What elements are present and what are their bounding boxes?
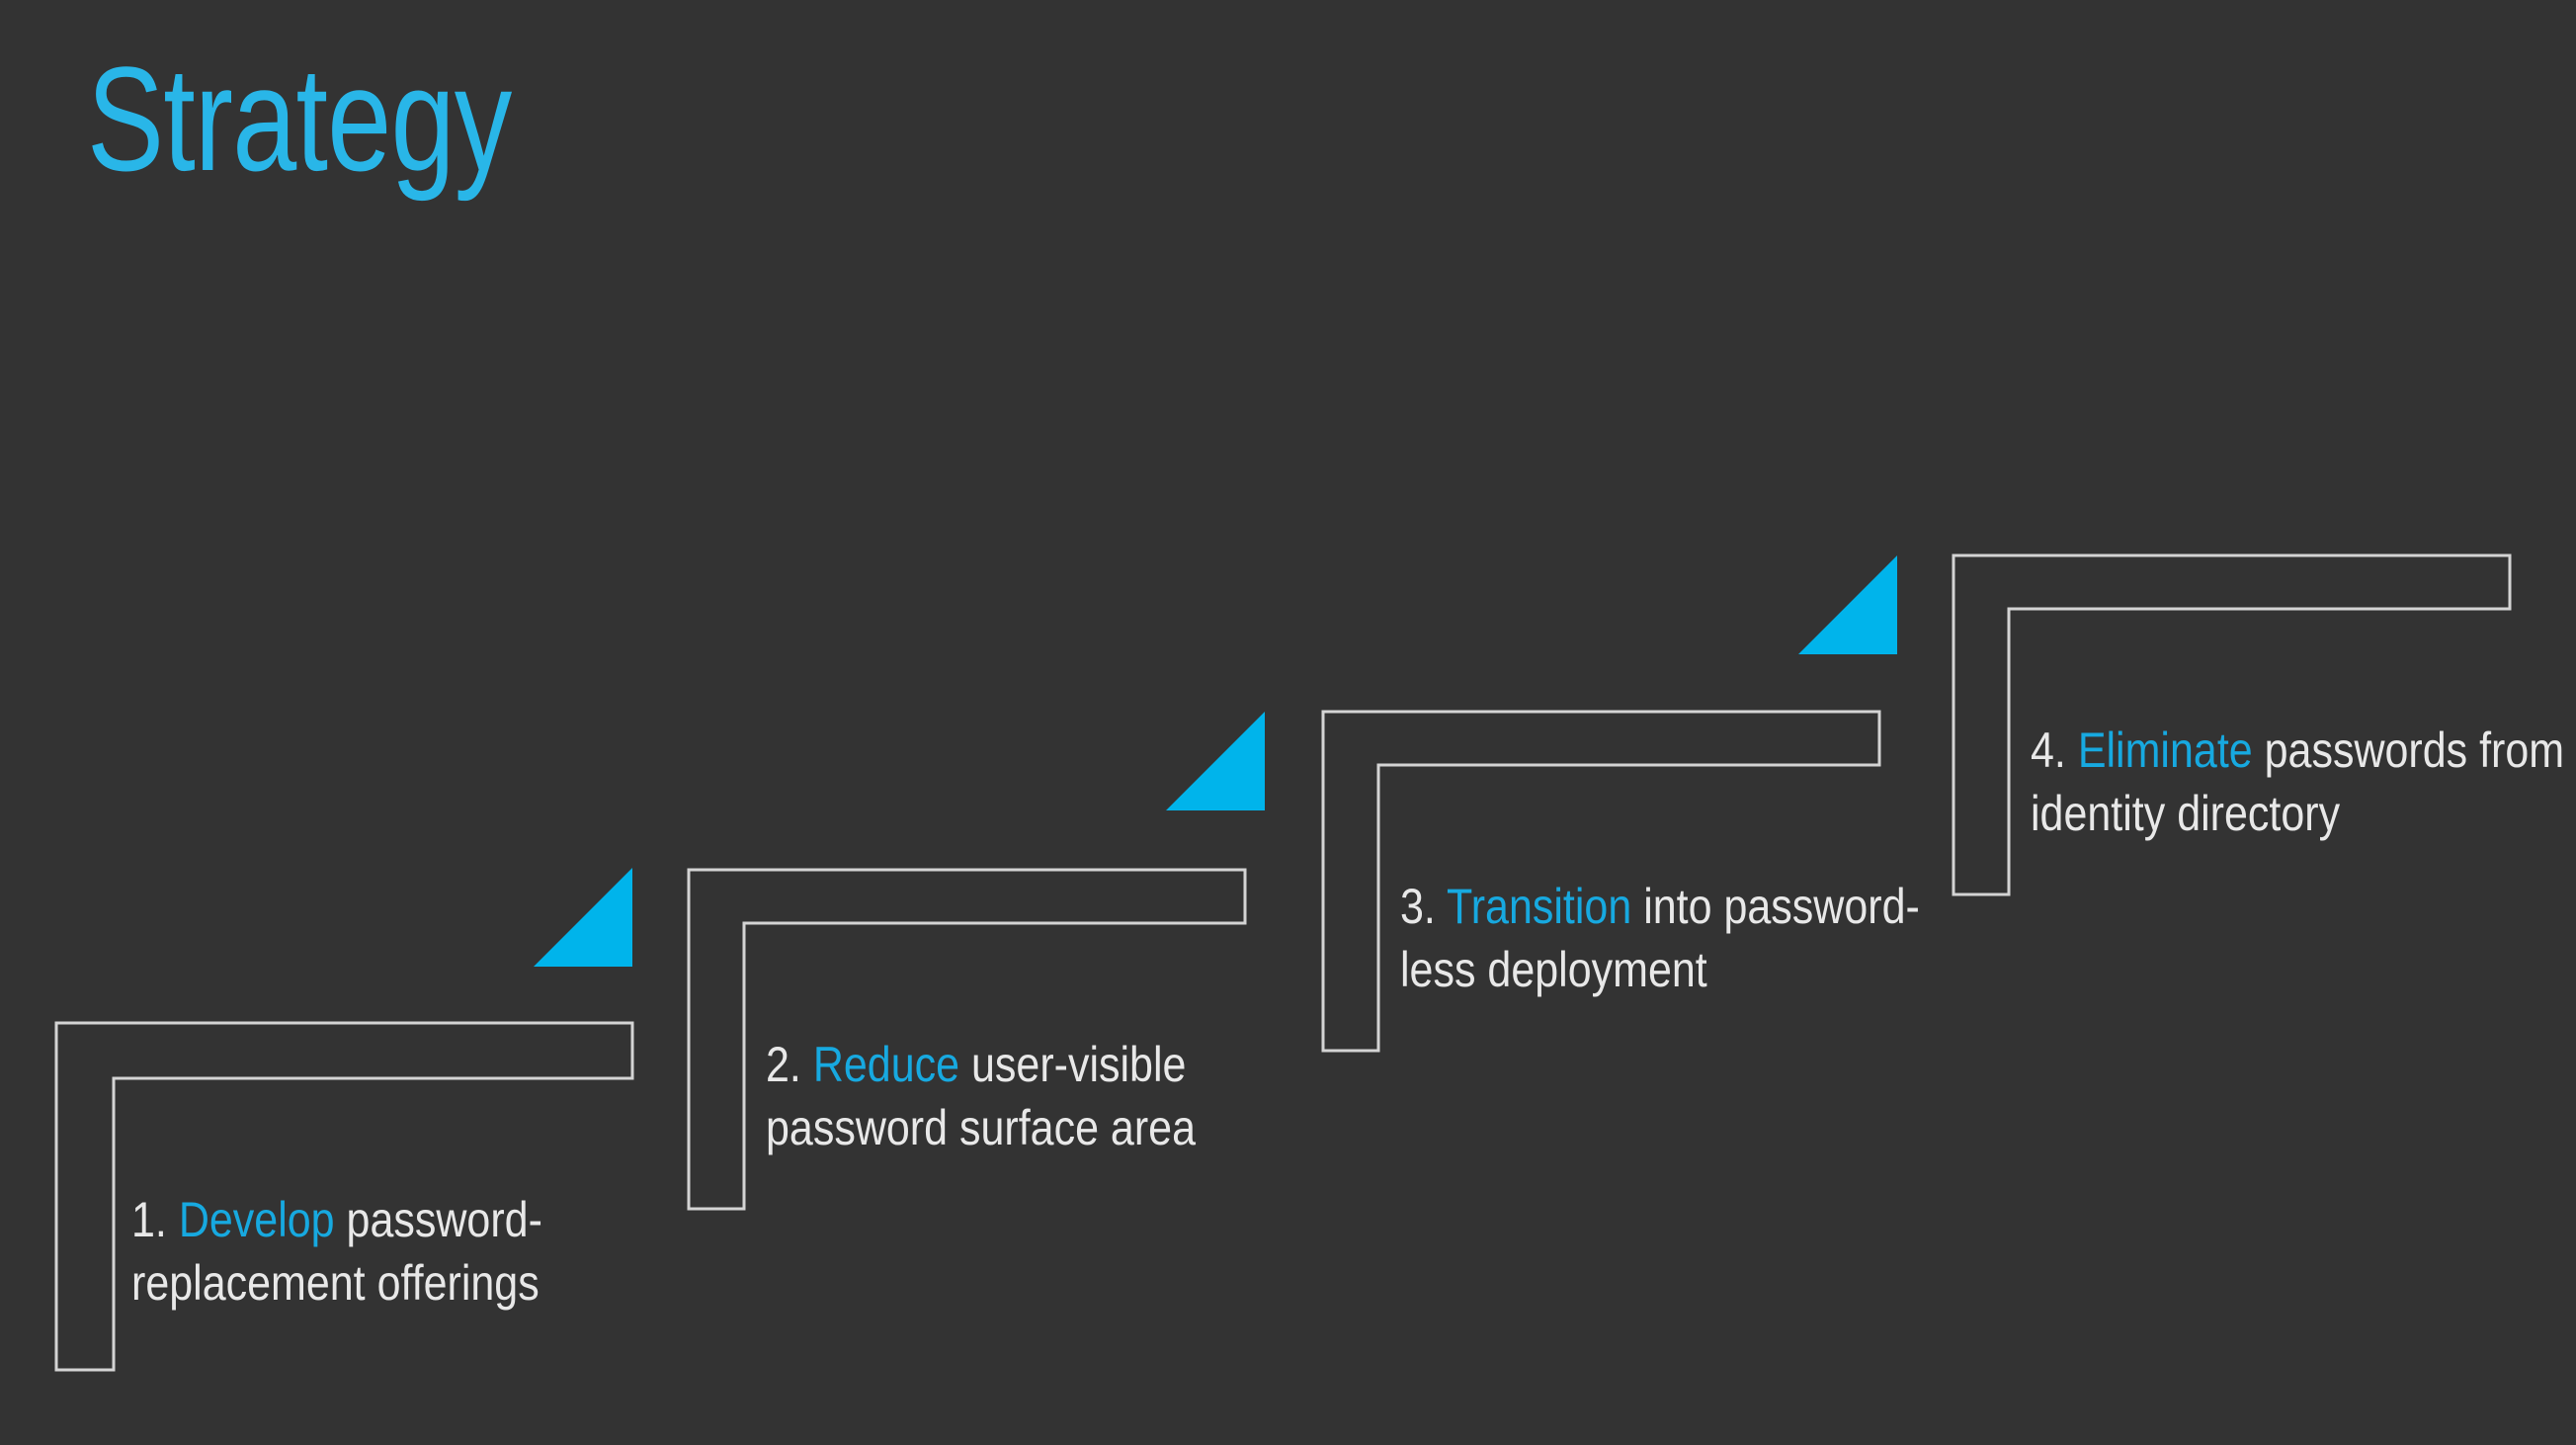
strategy-step-1[interactable]: 1. Develop password-replacement offering…: [54, 1021, 647, 1377]
page-title: Strategy: [87, 36, 512, 202]
step-3-rest: into password-less deployment: [1400, 879, 1920, 997]
step-4-triangle-icon: [1798, 555, 1897, 654]
step-3-triangle-icon: [1166, 712, 1265, 810]
strategy-step-4[interactable]: 4. Eliminate passwords from identity dir…: [1952, 553, 2564, 899]
step-4-number: 4.: [2031, 722, 2066, 778]
step-1-keyword: Develop: [178, 1192, 335, 1247]
step-2-triangle-icon: [534, 868, 632, 967]
step-1-text: 1. Develop password-replacement offering…: [131, 1125, 675, 1315]
step-2-keyword: Reduce: [812, 1037, 960, 1092]
step-4-text: 4. Eliminate passwords from identity dir…: [2031, 655, 2574, 845]
strategy-step-3[interactable]: 3. Transition into password-less deploym…: [1321, 710, 1920, 1056]
step-3-keyword: Transition: [1447, 879, 1632, 934]
step-4-keyword: Eliminate: [2077, 722, 2253, 778]
step-1-rest: password-replacement offerings: [131, 1192, 542, 1311]
step-2-text: 2. Reduce user-visible password surface …: [766, 970, 1309, 1159]
step-2-number: 2.: [766, 1037, 801, 1092]
strategy-step-2[interactable]: 2. Reduce user-visible password surface …: [687, 868, 1260, 1214]
step-1-number: 1.: [131, 1192, 167, 1247]
step-3-number: 3.: [1400, 879, 1436, 934]
step-3-text: 3. Transition into password-less deploym…: [1400, 811, 1944, 1001]
step-4-rest: passwords from identity directory: [2031, 722, 2565, 841]
step-2-rest: user-visible password surface area: [766, 1037, 1196, 1155]
